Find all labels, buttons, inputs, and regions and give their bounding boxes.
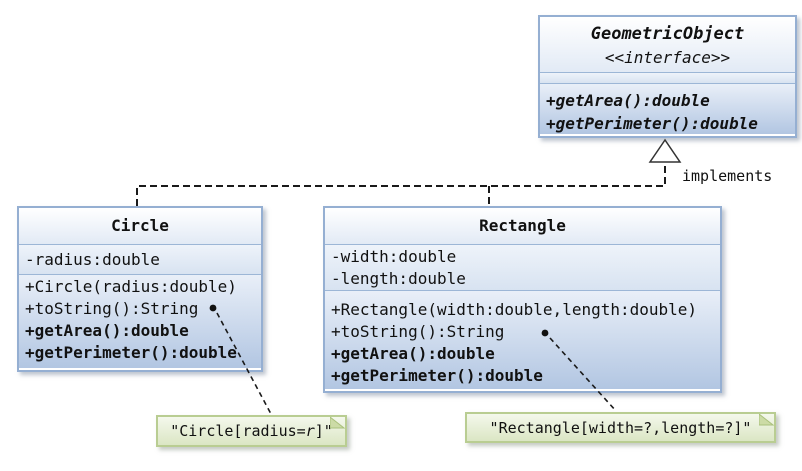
rectangle-method-getarea: +getArea():double — [331, 344, 495, 363]
note-circle-text-variable: r — [305, 422, 315, 440]
circle-method-getperimeter: +getPerimeter():double — [25, 343, 237, 362]
interface-methods-section: +getArea():double +getPerimeter():double — [540, 83, 795, 134]
rectangle-attribute-length: -length:double — [331, 269, 466, 288]
circle-method-getarea: +getArea():double — [25, 321, 189, 340]
circle-attributes-section: -radius:double — [19, 244, 261, 274]
rectangle-method-getperimeter: +getPerimeter():double — [331, 366, 543, 385]
interface-box-geometric-object: GeometricObject <<interface>> +getArea()… — [538, 15, 797, 138]
rectangle-attribute-width: -width:double — [331, 247, 457, 266]
class-box-circle: Circle -radius:double +Circle(radius:dou… — [17, 206, 263, 372]
interface-method-getperimeter: +getPerimeter():double — [546, 114, 758, 133]
interface-title-section: GeometricObject <<interface>> — [540, 17, 795, 72]
rectangle-class-name: Rectangle — [479, 216, 566, 235]
circle-attribute-radius: -radius:double — [25, 250, 160, 269]
class-box-rectangle: Rectangle -width:double -length:double +… — [323, 206, 722, 393]
note-circle-text-suffix: ]" — [314, 422, 333, 440]
circle-methods-section: +Circle(radius:double) +toString():Strin… — [19, 274, 261, 368]
note-circle-text-prefix: "Circle[radius= — [170, 422, 306, 440]
interface-method-getarea: +getArea():double — [546, 91, 710, 110]
realization-dashed-line — [136, 162, 666, 206]
circle-title-section: Circle — [19, 208, 261, 244]
rectangle-methods-section: +Rectangle(width:double,length:double) +… — [325, 290, 720, 389]
rectangle-attributes-section: -width:double -length:double — [325, 244, 720, 290]
rectangle-method-tostring: +toString():String — [331, 322, 505, 341]
note-rectangle-text: "Rectangle[width=?,length=?]" — [489, 418, 752, 437]
note-fold-corner-icon — [759, 414, 774, 426]
interface-attributes-section-empty — [540, 72, 795, 83]
note-rectangle-tostring: "Rectangle[width=?,length=?]" — [465, 412, 776, 443]
note-circle-tostring: "Circle[radius=r]" — [156, 415, 347, 447]
circle-class-name: Circle — [111, 216, 169, 235]
circle-method-tostring: +toString():String — [25, 299, 199, 318]
note-fold-corner-icon — [330, 417, 345, 429]
interface-stereotype: <<interface>> — [604, 48, 731, 67]
rectangle-method-constructor: +Rectangle(width:double,length:double) — [331, 300, 698, 319]
realization-hollow-triangle-icon — [648, 138, 682, 163]
circle-method-constructor: +Circle(radius:double) — [25, 277, 237, 296]
interface-name: GeometricObject — [590, 24, 745, 44]
implements-label: implements — [682, 167, 773, 185]
note-circle-text: "Circle[radius=r]" — [170, 422, 333, 440]
rectangle-title-section: Rectangle — [325, 208, 720, 244]
